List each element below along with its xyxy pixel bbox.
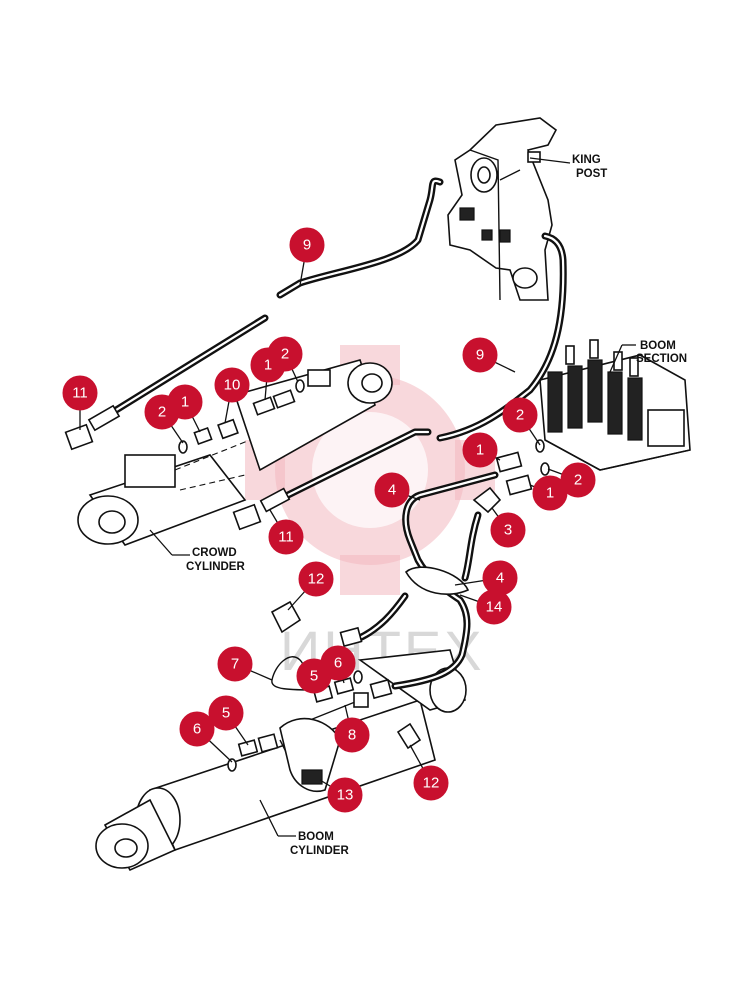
callout-4-upper[interactable]: 4: [374, 472, 410, 508]
boom-cylinder-label-line1: BOOM: [298, 831, 334, 843]
callout-2-left-number: 2: [158, 404, 166, 421]
callout-6-lower[interactable]: 6: [179, 711, 215, 747]
callout-5-lower[interactable]: 5: [208, 695, 244, 731]
callout-5-upper-number: 5: [310, 668, 318, 685]
callout-3[interactable]: 3: [490, 512, 526, 548]
boom-cylinder-label-line2: CYLINDER: [290, 845, 349, 857]
callout-12-lower-number: 12: [423, 775, 440, 792]
king-post: [447, 117, 558, 301]
callout-2-valve-lower-number: 2: [574, 472, 582, 489]
callout-12-upper[interactable]: 12: [298, 561, 334, 597]
callout-11-crowd[interactable]: 11: [268, 519, 304, 555]
callout-9-upper-number: 9: [303, 237, 311, 254]
king-post-label-line2: POST: [576, 168, 607, 180]
callout-1-left-number: 1: [181, 394, 189, 411]
crowd-cylinder: [77, 359, 393, 546]
callout-14-number: 14: [486, 599, 503, 616]
callout-2-crowd[interactable]: 2: [267, 336, 303, 372]
callout-9-right[interactable]: 9: [462, 337, 498, 373]
fittings: [64, 379, 550, 792]
crowd-cylinder-label-line2: CYLINDER: [186, 561, 245, 573]
callout-9-upper[interactable]: 9: [289, 227, 325, 263]
callout-10[interactable]: 10: [214, 367, 250, 403]
callout-2-valve-upper-number: 2: [516, 407, 524, 424]
callout-5-lower-number: 5: [222, 705, 230, 722]
callout-2-valve-lower[interactable]: 2: [560, 462, 596, 498]
callout-11-left[interactable]: 11: [62, 375, 98, 411]
callout-13[interactable]: 13: [327, 777, 363, 813]
callout-4-upper-number: 4: [388, 482, 396, 499]
callout-6-lower-number: 6: [193, 721, 201, 738]
callout-1-left[interactable]: 1: [167, 384, 203, 420]
boom-section-label-line2: SECTION: [636, 353, 687, 365]
callout-8[interactable]: 8: [334, 717, 370, 753]
callout-12-lower[interactable]: 12: [413, 765, 449, 801]
callout-4-lower-number: 4: [496, 570, 504, 587]
hoses: [96, 177, 567, 690]
callout-14[interactable]: 14: [476, 589, 512, 625]
callout-11-crowd-number: 11: [278, 529, 294, 546]
callout-3-number: 3: [504, 522, 512, 539]
callout-1-valve-lower-number: 1: [546, 485, 554, 502]
callout-7-number: 7: [231, 656, 239, 673]
callout-4-lower[interactable]: 4: [482, 560, 518, 596]
callout-2-crowd-number: 2: [281, 346, 289, 363]
callout-6-upper[interactable]: 6: [320, 645, 356, 681]
callout-2-valve-upper[interactable]: 2: [502, 397, 538, 433]
callout-8-number: 8: [348, 727, 356, 744]
callout-10-number: 10: [224, 377, 241, 394]
king-post-label-line1: KING: [572, 154, 601, 166]
callout-12-upper-number: 12: [308, 571, 325, 588]
callout-1-crowd-number: 1: [264, 357, 272, 374]
callout-7[interactable]: 7: [217, 646, 253, 682]
callout-6-upper-number: 6: [334, 655, 342, 672]
callout-9-right-number: 9: [476, 347, 484, 364]
callout-1-valve-upper-number: 1: [476, 442, 484, 459]
callout-11-left-number: 11: [72, 385, 88, 402]
boom-section-label-line1: BOOM: [640, 340, 676, 352]
callout-13-number: 13: [337, 787, 354, 804]
crowd-cylinder-label-line1: CROWD: [192, 547, 237, 559]
boom-section-valve: [539, 339, 691, 471]
callout-1-valve-upper[interactable]: 1: [462, 432, 498, 468]
